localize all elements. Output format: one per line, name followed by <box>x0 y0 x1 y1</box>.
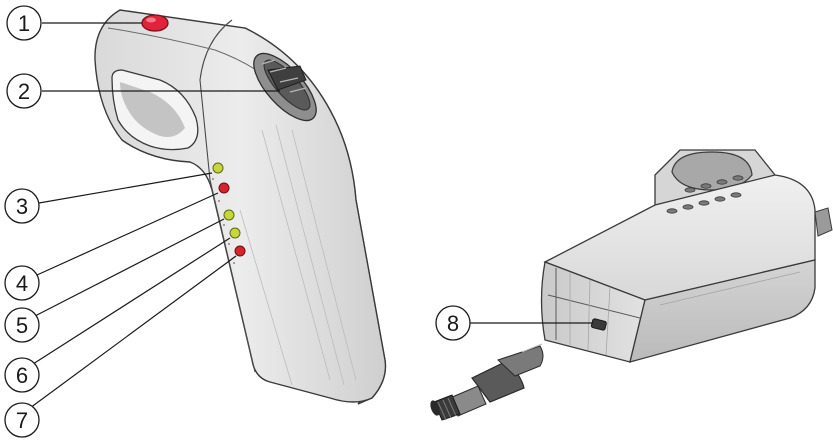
dock-side <box>629 259 816 363</box>
callout-4: 4 <box>4 192 219 301</box>
led-4-red <box>218 182 230 194</box>
led-6-green <box>229 227 241 239</box>
power-button <box>141 14 169 32</box>
scroll-wheel <box>253 52 317 122</box>
callout-1: 1 <box>6 5 142 41</box>
callout-6-number: 6 <box>16 363 28 388</box>
handheld-seam <box>199 19 256 373</box>
dock-cradle-socket <box>671 151 753 191</box>
handheld-shading <box>239 124 357 386</box>
callout-2-number: 2 <box>18 79 30 104</box>
led-5-green <box>223 209 235 221</box>
usb-cable <box>430 343 544 421</box>
dock-side-clip <box>814 207 833 237</box>
callout-1-number: 1 <box>18 11 30 36</box>
callout-4-number: 4 <box>16 271 28 296</box>
handheld-body <box>94 9 387 403</box>
callout-3: 3 <box>4 172 213 224</box>
callout-6: 6 <box>4 237 231 393</box>
callout-3-number: 3 <box>16 194 28 219</box>
callout-7-number: 7 <box>16 408 28 433</box>
callout-2: 2 <box>6 73 280 109</box>
callout-7: 7 <box>4 255 237 438</box>
dock-top <box>543 174 816 301</box>
callouts: 1 2 3 4 5 6 <box>4 5 593 438</box>
dock-front-seam <box>547 268 641 340</box>
callout-8: 8 <box>435 305 593 341</box>
led-markers <box>212 178 235 264</box>
led-3-green <box>212 162 224 174</box>
callout-5-number: 5 <box>16 313 28 338</box>
charging-dock <box>430 149 833 421</box>
led-7-red <box>234 245 246 257</box>
callout-8-number: 8 <box>447 311 459 336</box>
callout-5: 5 <box>4 218 225 343</box>
power-button-highlight <box>146 17 156 23</box>
dock-front <box>540 261 646 363</box>
grip-hole-shadow <box>120 82 185 137</box>
dock-shading <box>569 271 801 356</box>
handheld-device <box>94 9 387 405</box>
dock-top-slots <box>666 175 744 214</box>
